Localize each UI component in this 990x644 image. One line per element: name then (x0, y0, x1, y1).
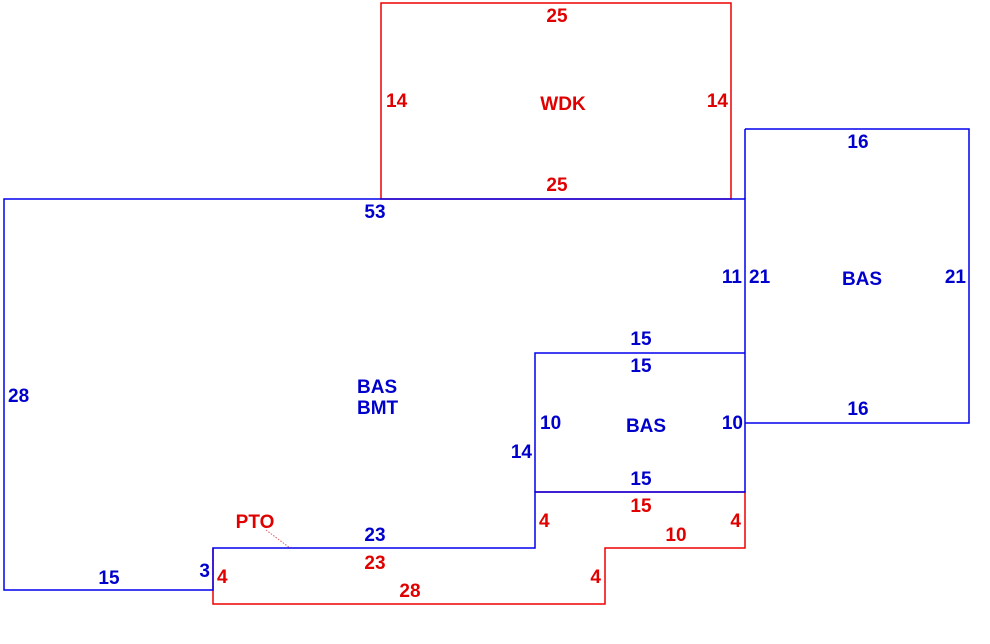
mid-bas-dim-left: 10 (540, 413, 561, 434)
right-bas-label: BAS (842, 269, 882, 290)
pto-dim-left: 4 (217, 567, 228, 588)
pto-dim-right: 4 (730, 511, 741, 532)
pto-dim-top-right: 15 (630, 496, 652, 517)
main-dim-step-inner: 14 (511, 442, 533, 463)
main-dim-step-mid: 23 (364, 525, 385, 546)
main-label-bmt: BMT (357, 398, 399, 419)
mid-bas-dim-top: 15 (630, 356, 652, 377)
right-bas-dim-bottom: 16 (847, 399, 868, 420)
wdk-dim-left: 14 (386, 91, 408, 112)
right-bas-dim-left: 21 (749, 267, 771, 288)
main-bas-outline (3, 198, 746, 591)
pto-dim-top-left: 23 (364, 553, 385, 574)
pto-dim-inner-right: 4 (590, 567, 601, 588)
right-bas-outline (745, 128, 970, 424)
pto-label: PTO (236, 512, 275, 533)
right-bas-dim-right: 21 (945, 267, 967, 288)
pto-dim-bottom: 28 (399, 581, 420, 602)
wdk-dim-top: 25 (546, 6, 568, 27)
main-dim-bottom-left: 15 (98, 568, 120, 589)
pto-dim-inner-left: 4 (539, 511, 550, 532)
pto-dim-inner-top: 10 (665, 525, 686, 546)
right-bas-dim-top: 16 (847, 132, 868, 153)
mid-bas-label: BAS (626, 416, 666, 437)
wdk-dim-right: 14 (707, 91, 729, 112)
pto-leader-line (265, 529, 291, 549)
main-dim-right-upper: 11 (722, 267, 743, 288)
main-dim-step-left: 3 (199, 561, 210, 582)
mid-bas-outline (534, 352, 745, 492)
wdk-label: WDK (540, 94, 586, 115)
main-dim-left: 28 (8, 386, 29, 407)
mid-bas-dim-right: 10 (722, 413, 743, 434)
main-label-bas: BAS (357, 377, 397, 398)
mid-bas-dim-outer-top: 15 (630, 329, 652, 350)
wdk-dim-bottom: 25 (546, 175, 568, 196)
mid-bas-dim-bottom: 15 (630, 469, 652, 490)
main-dim-top: 53 (364, 202, 385, 223)
